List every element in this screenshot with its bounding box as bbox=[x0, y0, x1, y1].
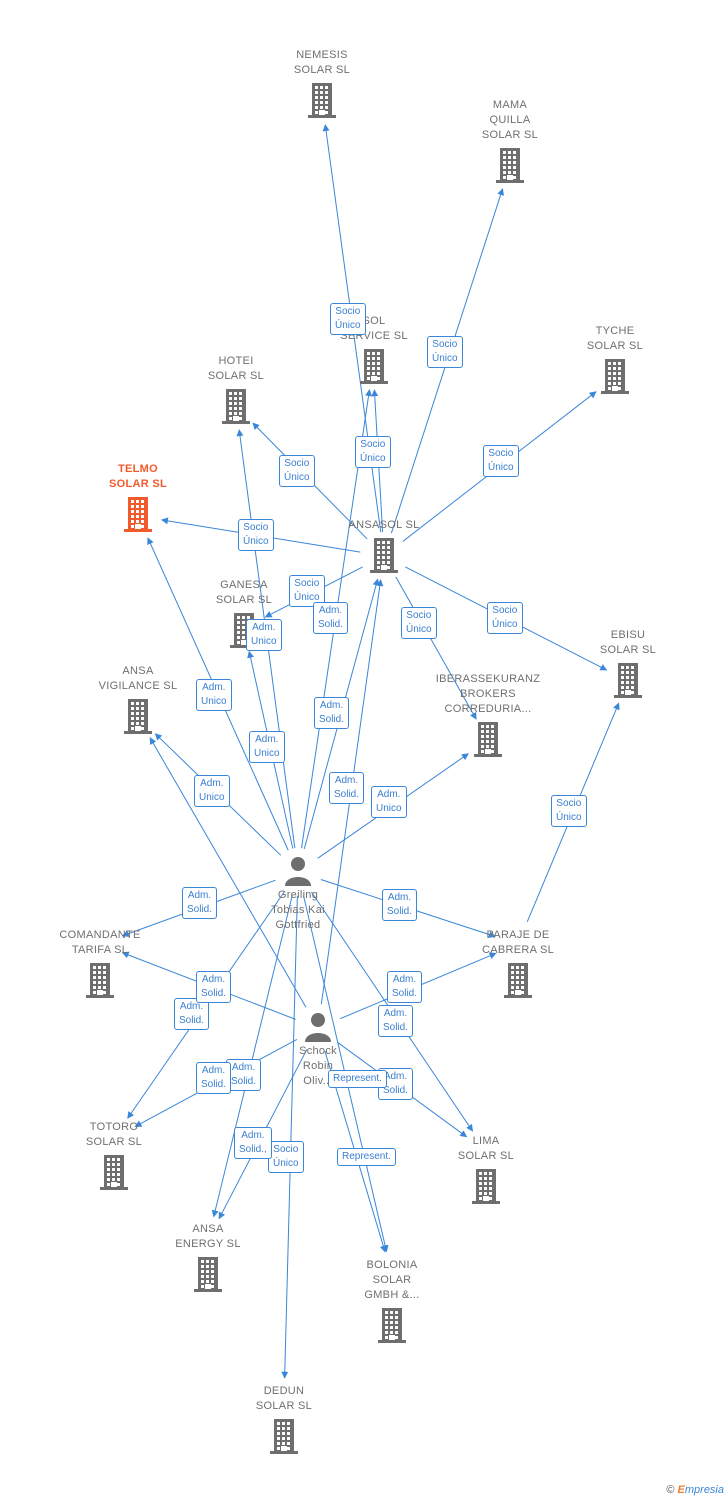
edge-label[interactable]: Socio Único bbox=[487, 602, 523, 634]
credit: ©Empresia bbox=[666, 1484, 724, 1496]
node-label: LIMA SOLAR SL bbox=[457, 1135, 515, 1162]
node-bolonia[interactable]: BOLONIA SOLAR GMBH &... bbox=[327, 1258, 457, 1343]
edge-label[interactable]: Adm. Solid., bbox=[234, 1127, 272, 1159]
edge-label[interactable]: Socio Único bbox=[427, 336, 463, 368]
building-icon bbox=[73, 698, 203, 734]
node-label: DEDUN SOLAR SL bbox=[255, 1385, 313, 1412]
node-lima[interactable]: LIMA SOLAR SL bbox=[421, 1134, 551, 1204]
node-comandante[interactable]: COMANDANTE TARIFA SL bbox=[35, 928, 165, 998]
building-icon bbox=[179, 612, 309, 648]
edge-label[interactable]: Adm. Solid. bbox=[329, 772, 365, 804]
edge-label[interactable]: Adm. Solid. bbox=[382, 889, 418, 921]
edge-label[interactable]: Adm. Solid. bbox=[314, 697, 350, 729]
node-label: TYCHE SOLAR SL bbox=[586, 325, 644, 352]
node-hotei[interactable]: HOTEI SOLAR SL bbox=[171, 354, 301, 424]
node-label: TELMO SOLAR SL bbox=[108, 463, 167, 490]
building-icon bbox=[423, 721, 553, 757]
edge-label[interactable]: Adm. Solid. bbox=[174, 998, 210, 1030]
building-icon bbox=[171, 388, 301, 424]
edge-label[interactable]: Socio Único bbox=[238, 519, 274, 551]
node-label: GANESA SOLAR SL bbox=[215, 579, 273, 606]
edge-label[interactable]: Adm. Unico bbox=[194, 775, 230, 807]
edge-label[interactable]: Socio Único bbox=[401, 607, 437, 639]
node-paraje[interactable]: PARAJE DE CABRERA SL bbox=[453, 928, 583, 998]
node-ansavig[interactable]: ANSA VIGILANCE SL bbox=[73, 664, 203, 734]
edge-label[interactable]: Socio Único bbox=[289, 575, 325, 607]
node-ansasol[interactable]: ANSASOL SL bbox=[319, 518, 449, 573]
edge-label[interactable]: Socio Único bbox=[355, 436, 391, 468]
building-icon bbox=[563, 662, 693, 698]
node-label: MAMA QUILLA SOLAR SL bbox=[481, 99, 539, 141]
building-icon bbox=[421, 1168, 551, 1204]
building-icon bbox=[309, 348, 439, 384]
node-dedun[interactable]: DEDUN SOLAR SL bbox=[219, 1384, 349, 1454]
edge-label[interactable]: Represent. bbox=[328, 1070, 387, 1088]
edge-label[interactable]: Adm. Solid. bbox=[182, 887, 218, 919]
edge-label[interactable]: Adm. Solid. bbox=[196, 1062, 232, 1094]
node-label: BOLONIA SOLAR GMBH &... bbox=[364, 1259, 420, 1301]
node-label: HOTEI SOLAR SL bbox=[207, 355, 265, 382]
edge-label[interactable]: Represent. bbox=[337, 1148, 396, 1166]
edge-label[interactable]: Adm. Unico bbox=[246, 619, 282, 651]
edge-label[interactable]: Socio Único bbox=[279, 455, 315, 487]
building-icon bbox=[453, 962, 583, 998]
node-service[interactable]: SOL SERVICE SL bbox=[309, 314, 439, 384]
node-label: Greiling Tobias Kai Gottfried bbox=[271, 889, 325, 931]
node-label: Schock Robin Oliv... bbox=[299, 1045, 337, 1087]
node-nemesis[interactable]: NEMESIS SOLAR SL bbox=[257, 48, 387, 118]
node-telmo[interactable]: TELMO SOLAR SL bbox=[73, 462, 203, 532]
node-label: TOTORO SOLAR SL bbox=[85, 1121, 143, 1148]
edge-label[interactable]: Socio Único bbox=[483, 445, 519, 477]
edge-label[interactable]: Adm. Solid. bbox=[313, 602, 349, 634]
edge-label[interactable]: Adm. Solid. bbox=[226, 1059, 262, 1091]
building-icon bbox=[49, 1154, 179, 1190]
node-ansaenergy[interactable]: ANSA ENERGY SL bbox=[143, 1222, 273, 1292]
node-label: ANSA VIGILANCE SL bbox=[98, 665, 178, 692]
node-label: EBISU SOLAR SL bbox=[599, 629, 657, 656]
building-icon bbox=[143, 1256, 273, 1292]
building-icon bbox=[257, 82, 387, 118]
edge-label[interactable]: Adm. Solid. bbox=[387, 971, 423, 1003]
node-label: COMANDANTE TARIFA SL bbox=[59, 929, 141, 956]
edge-label[interactable]: Socio Único bbox=[551, 795, 587, 827]
edge-label[interactable]: Socio Único bbox=[330, 303, 366, 335]
edge-label[interactable]: Adm. Unico bbox=[196, 679, 232, 711]
node-ebisu[interactable]: EBISU SOLAR SL bbox=[563, 628, 693, 698]
building-icon bbox=[550, 358, 680, 394]
node-schock[interactable]: Schock Robin Oliv... bbox=[253, 1012, 383, 1089]
edge-greiling-ansaenergy bbox=[211, 895, 293, 1218]
node-totoro[interactable]: TOTORO SOLAR SL bbox=[49, 1120, 179, 1190]
node-label: ANSA ENERGY SL bbox=[175, 1223, 241, 1250]
building-icon bbox=[73, 496, 203, 532]
copyright-symbol: © bbox=[666, 1484, 675, 1496]
node-greiling[interactable]: Greiling Tobias Kai Gottfried bbox=[233, 856, 363, 933]
node-label: NEMESIS SOLAR SL bbox=[293, 49, 351, 76]
node-label: SOL SERVICE SL bbox=[340, 315, 408, 342]
building-icon bbox=[219, 1418, 349, 1454]
brand-name: mpresia bbox=[684, 1484, 724, 1496]
edge-ansasol-iberas bbox=[395, 576, 477, 720]
edge-label[interactable]: Socio Único bbox=[268, 1141, 304, 1173]
building-icon bbox=[319, 537, 449, 573]
edge-label[interactable]: Adm. Solid. bbox=[196, 971, 232, 1003]
brand-initial: E bbox=[677, 1484, 685, 1496]
person-icon bbox=[233, 856, 363, 886]
person-icon bbox=[253, 1012, 383, 1042]
building-icon bbox=[327, 1307, 457, 1343]
edge-schock-ansavig bbox=[149, 737, 307, 1008]
node-tyche[interactable]: TYCHE SOLAR SL bbox=[550, 324, 680, 394]
edge-greiling-dedun bbox=[281, 895, 298, 1379]
edge-label[interactable]: Adm. Unico bbox=[249, 731, 285, 763]
node-mama[interactable]: MAMA QUILLA SOLAR SL bbox=[445, 98, 575, 183]
node-label: IBERASSEKURANZ BROKERS CORREDURIA... bbox=[435, 673, 541, 715]
building-icon bbox=[35, 962, 165, 998]
node-label: ANSASOL SL bbox=[348, 519, 420, 531]
edge-label[interactable]: Adm. Solid. bbox=[378, 1005, 414, 1037]
edge-label[interactable]: Adm. Unico bbox=[371, 786, 407, 818]
building-icon bbox=[445, 147, 575, 183]
node-iberas[interactable]: IBERASSEKURANZ BROKERS CORREDURIA... bbox=[423, 672, 553, 757]
node-label: PARAJE DE CABRERA SL bbox=[481, 929, 555, 956]
